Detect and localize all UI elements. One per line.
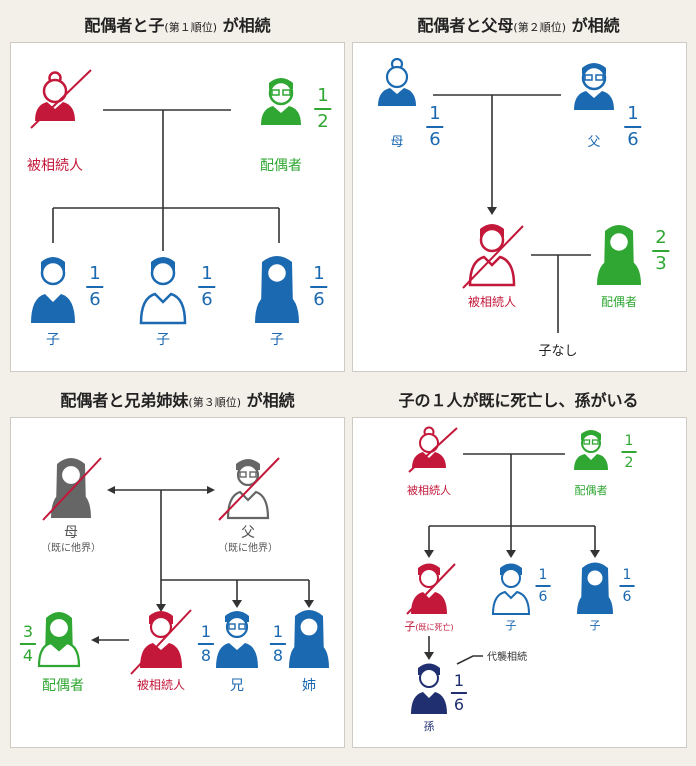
- cross-mark-icon: [30, 69, 92, 129]
- grandchild-person-icon: [411, 663, 447, 714]
- child2-label: 子: [505, 619, 517, 632]
- deceased-person-icon: [468, 224, 516, 287]
- cross-mark-icon: [462, 225, 524, 289]
- spouse-label: 配偶者: [260, 158, 302, 174]
- father-person-icon: [226, 459, 270, 520]
- child1-label: 子: [46, 332, 60, 348]
- brother-label: 兄: [230, 678, 244, 694]
- cross-mark-icon: [130, 609, 192, 675]
- sister-person-icon: [289, 610, 329, 668]
- panel4-title: 子の１人が既に死亡し、孫がいる: [398, 391, 639, 410]
- spouse-label: 配偶者: [42, 678, 84, 694]
- panel1-title: 配偶者と子(第１順位) が相続: [84, 16, 271, 35]
- deceased-label: 被相続人: [27, 158, 83, 174]
- spouse-person-icon: [597, 225, 641, 285]
- father-label: 父: [587, 135, 601, 150]
- mother-label: 母: [390, 135, 404, 150]
- panel3-title: 配偶者と兄弟姉妹(第３順位) が相続: [60, 391, 295, 410]
- sister-label: 姉: [302, 678, 316, 694]
- cross-mark-icon: [406, 563, 456, 615]
- child2-person-icon: [491, 563, 531, 615]
- father-note: （既に他界）: [218, 543, 278, 554]
- brother-person-icon: [216, 611, 258, 668]
- deceased-person-icon: [35, 71, 75, 121]
- mother-label: 母: [64, 525, 78, 541]
- deceased-person-icon: [412, 426, 446, 468]
- father-label: 父: [241, 525, 255, 541]
- grandchild-label: 孫: [423, 720, 435, 733]
- mother-person-icon: [378, 57, 416, 106]
- deceased-label: 被相続人: [136, 678, 186, 692]
- mother-person-icon: [51, 458, 91, 518]
- mother-note: （既に他界）: [41, 543, 101, 554]
- spouse-label: 配偶者: [574, 484, 608, 497]
- father-person-icon: [574, 63, 614, 110]
- child3-person-icon: [255, 256, 299, 323]
- child2-label: 子: [156, 332, 170, 348]
- deceased-label: 被相続人: [467, 295, 517, 309]
- spouse-label: 配偶者: [600, 295, 638, 309]
- panel4-diagram: [406, 426, 613, 714]
- no-child-label: 子なし: [538, 344, 578, 359]
- dead-child-person-icon: [411, 563, 447, 614]
- panel2-title: 配偶者と父母(第２順位) が相続: [417, 16, 620, 35]
- panel1-diagram: [30, 69, 301, 325]
- panel2-diagram: [378, 57, 641, 333]
- spouse-person-icon: [261, 78, 301, 125]
- cross-mark-icon: [42, 457, 102, 521]
- child3-label: 子: [589, 619, 601, 632]
- child3-label: 子: [270, 332, 284, 348]
- cross-mark-icon: [218, 457, 280, 521]
- cross-mark-icon: [408, 427, 458, 473]
- inheritance-note: 代襲相続: [487, 652, 527, 663]
- spouse-person-icon: [37, 612, 81, 668]
- panel3-diagram: [37, 457, 329, 675]
- dead-child-label: 子(既に死亡): [404, 620, 454, 633]
- child1-person-icon: [31, 257, 75, 323]
- spouse-person-icon: [574, 430, 608, 470]
- child3-person-icon: [577, 562, 613, 614]
- deceased-person-icon: [140, 611, 182, 668]
- child2-person-icon: [139, 257, 187, 325]
- deceased-label: 被相続人: [407, 484, 451, 497]
